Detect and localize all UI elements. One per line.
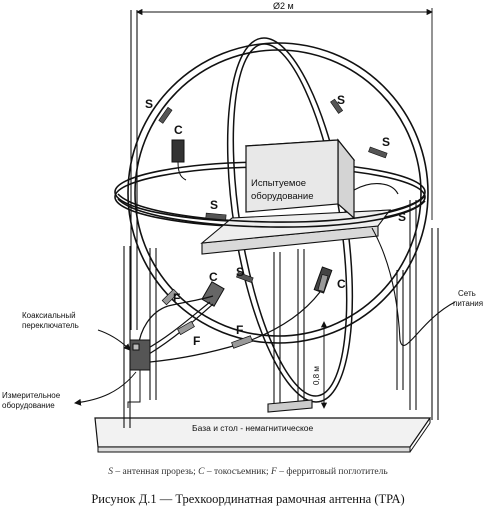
base-label: База и стол - немагнитическое xyxy=(192,423,314,433)
legend-c-symbol: C xyxy=(198,467,205,477)
legend-c-text: – токосъемник; xyxy=(204,467,272,477)
figure-caption: Рисунок Д.1 — Трехкоординатная рамочная … xyxy=(91,492,405,506)
legend-f-text: – ферритовый поглотитель xyxy=(276,467,388,477)
ferrite-label: F xyxy=(173,291,180,305)
coaxial-switch-label-line2: переключатель xyxy=(22,321,79,330)
legend: S – антенная прорезь; C – токосъемник; F… xyxy=(0,467,496,477)
slit-label: S xyxy=(398,210,406,224)
coaxial-switch-leader xyxy=(97,329,131,351)
slit-label: S xyxy=(145,97,153,111)
legend-s-text: – антенная прорезь; xyxy=(113,467,199,477)
mains-cable xyxy=(371,227,456,347)
eut-label-line1: Испытуемое xyxy=(251,178,306,189)
coaxial-switch xyxy=(127,339,151,408)
coaxial-switch-label-line1: Коаксиальный xyxy=(22,311,76,320)
slit-label: S xyxy=(210,198,218,212)
ferrite-labels: F F F xyxy=(173,291,243,348)
current-probe-label: C xyxy=(209,270,218,284)
height-label: 0,8 м xyxy=(312,366,321,385)
table xyxy=(200,209,392,413)
diameter-dimension xyxy=(136,8,433,220)
current-probe-label: C xyxy=(174,123,183,137)
measuring-equipment-label-line1: Измерительное xyxy=(2,391,61,400)
equipment-under-test xyxy=(244,138,399,220)
diameter-label: Ø2 м xyxy=(273,1,294,11)
measuring-equipment-leader xyxy=(74,371,137,406)
ferrite-label: F xyxy=(193,334,200,348)
mains-label-line1: Сеть xyxy=(458,289,476,298)
ferrite-absorbers xyxy=(161,274,329,349)
antenna-slits xyxy=(158,98,388,283)
legend-s-symbol: S xyxy=(108,467,114,477)
slit-label: S xyxy=(382,135,390,149)
legend-f-symbol: F xyxy=(271,467,277,477)
support-legs xyxy=(123,10,439,428)
slit-labels: S S S S S S xyxy=(145,93,406,279)
slit-label: S xyxy=(337,93,345,107)
tra-antenna-diagram: База и стол - немагнитическое Исп xyxy=(2,1,483,453)
eut-label-line2: оборудование xyxy=(251,191,314,202)
measuring-equipment-label-line2: оборудование xyxy=(2,401,55,410)
mains-label-line2: питания xyxy=(453,299,483,308)
current-probe-labels: C C C xyxy=(174,123,346,291)
slit-label: S xyxy=(236,265,244,279)
base-plate xyxy=(94,417,432,453)
ferrite-label: F xyxy=(236,323,243,337)
current-probe-label: C xyxy=(337,277,346,291)
